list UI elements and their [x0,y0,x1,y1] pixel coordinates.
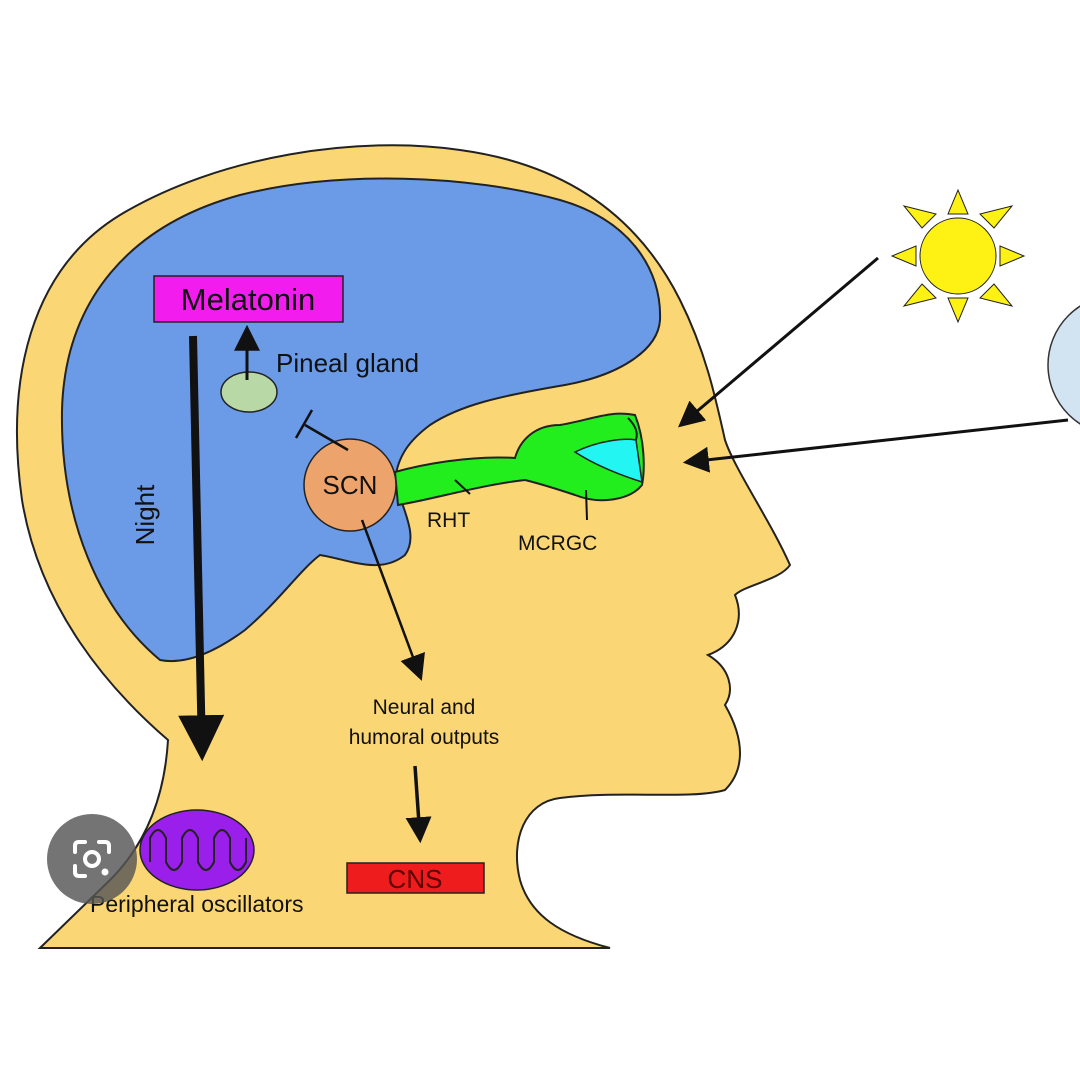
oscillator-wave [149,829,247,871]
rht-pointer [454,479,471,495]
night-arrow [178,335,225,762]
mcrgc-label: MCRGC [518,532,597,555]
scn-nucleus [303,438,397,532]
scn-label: SCN [323,470,378,500]
melatonin-label: Melatonin [181,282,315,317]
moonlight-arrow [682,418,1069,473]
mcrgc-pointer [585,489,588,521]
cns-label: CNS [388,864,443,894]
peripheral-oscillators-label: Peripheral oscillators [90,891,303,917]
melatonin-box [153,275,344,323]
cns-box [346,862,485,894]
google-lens-button[interactable] [47,814,137,904]
pineal-gland-label: Pineal gland [276,348,419,378]
outputs-label-line1: Neural and [373,696,476,719]
eye-lens [573,438,643,484]
inhibition-bar [294,409,314,439]
sun-icon [890,188,1026,324]
rht-label: RHT [427,509,470,532]
inhibition-line [304,423,349,452]
sunlight-arrow [678,256,879,428]
pineal-gland [220,371,278,413]
outputs-label-line2: humoral outputs [349,726,500,749]
moon-icon [1047,305,1080,425]
night-label: Night [130,484,160,545]
cns-arrow [405,765,432,844]
scn-output-arrow [360,519,425,681]
google-lens-icon [73,840,111,878]
